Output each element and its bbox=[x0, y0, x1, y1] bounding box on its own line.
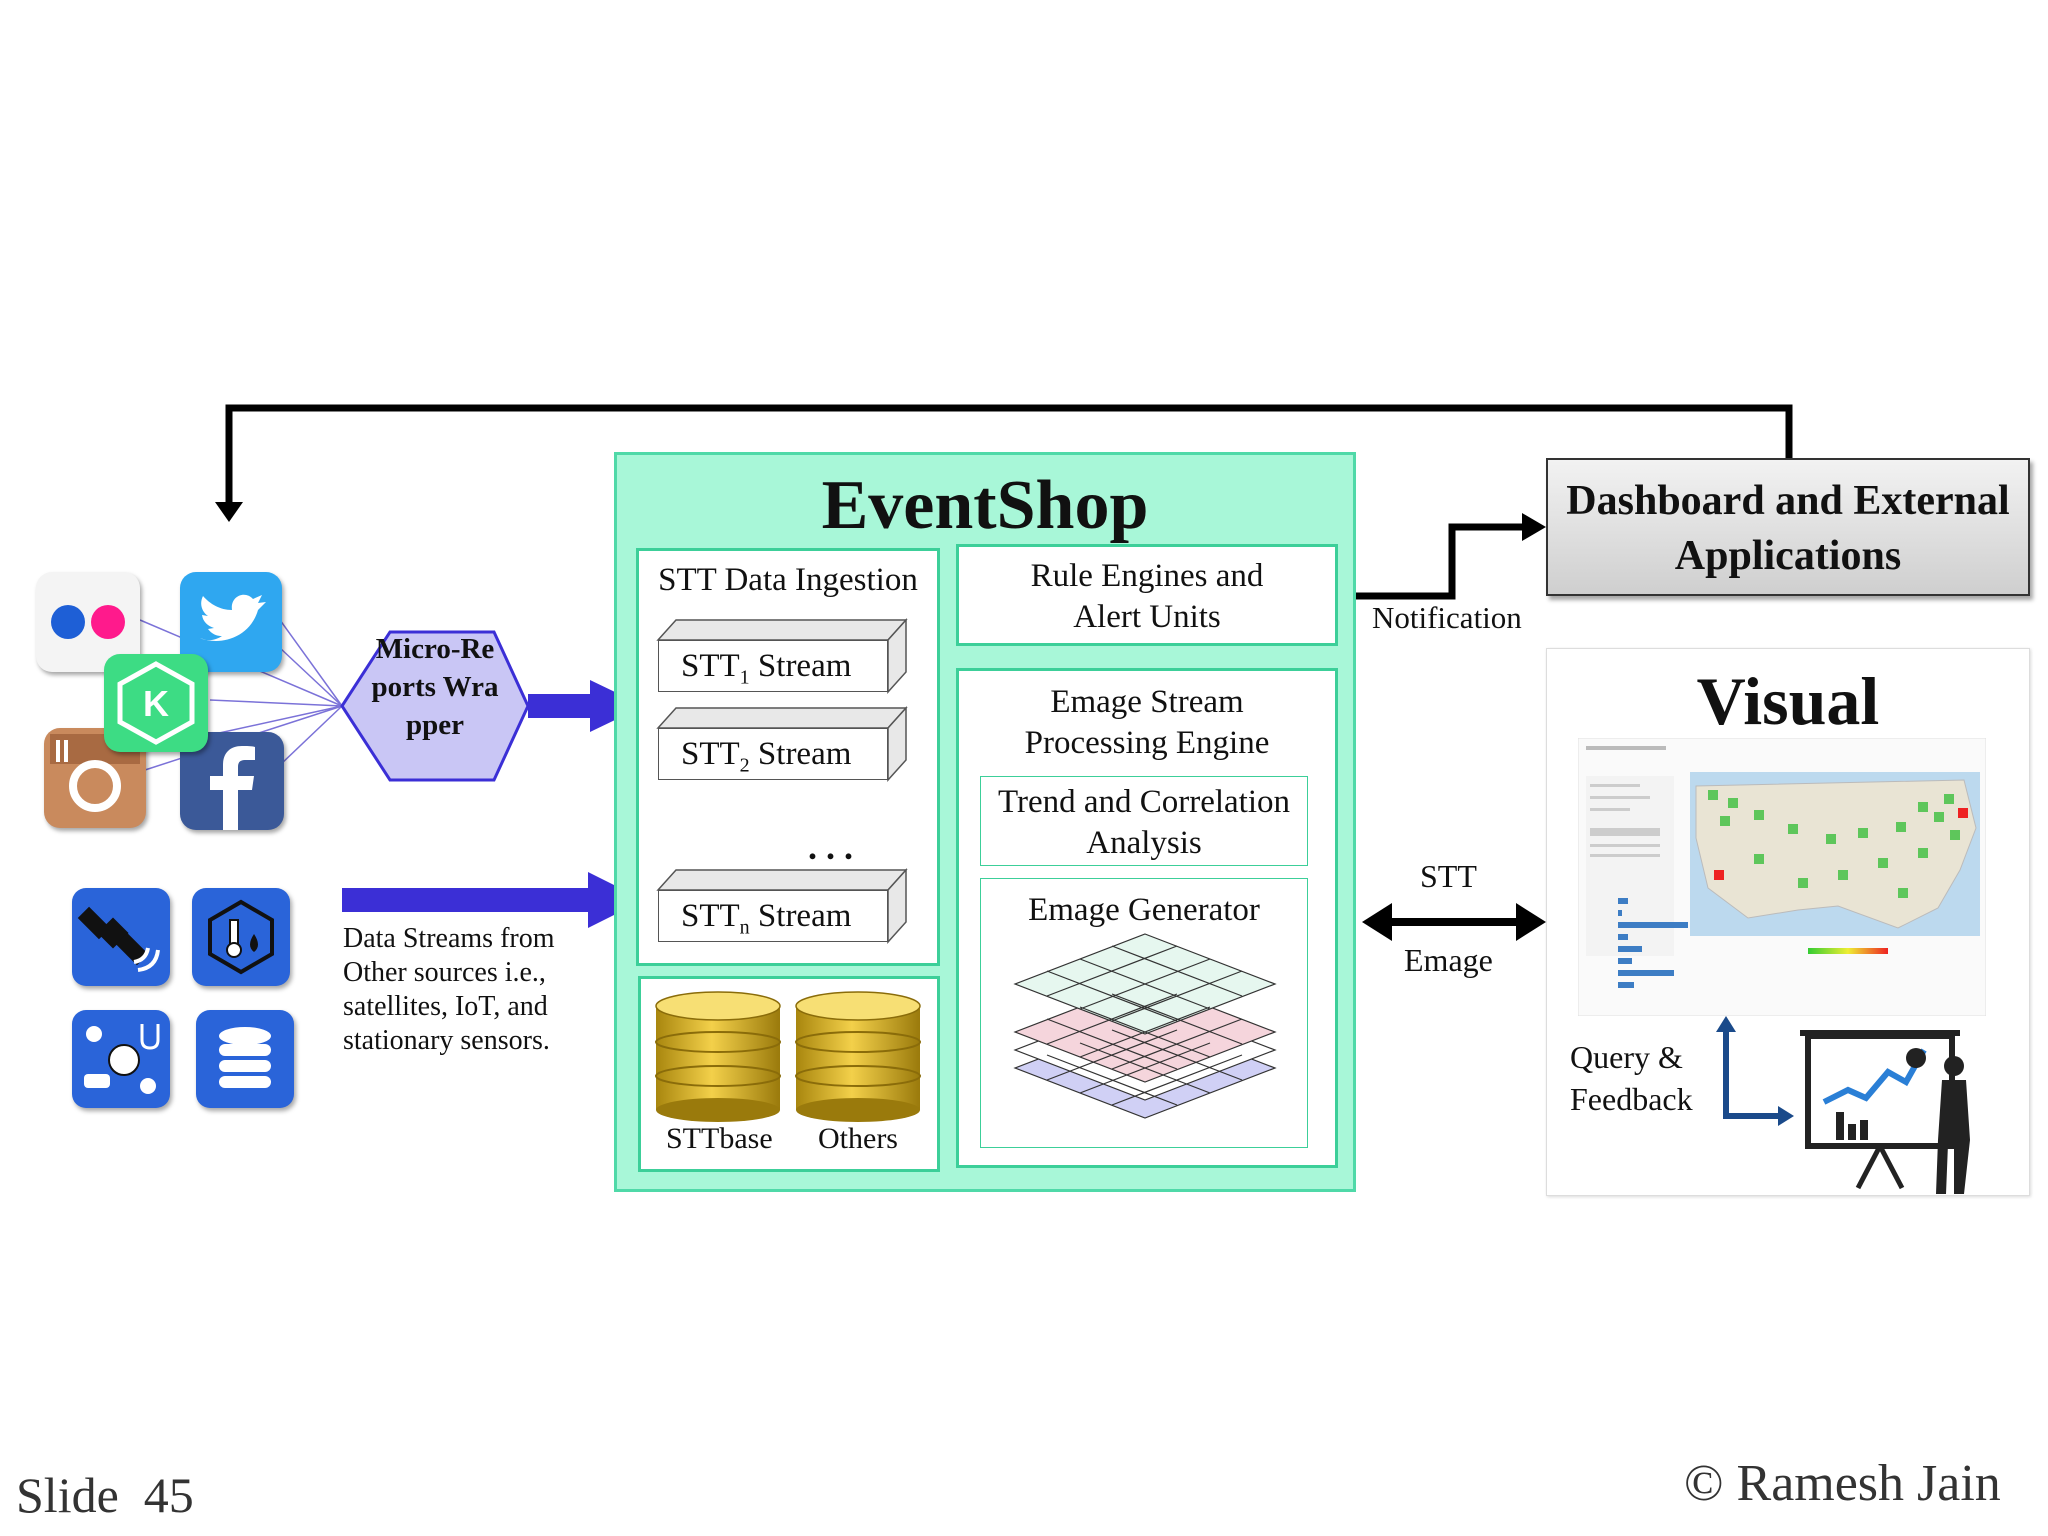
stream-prefix: STT bbox=[681, 648, 740, 684]
emage-label: Emage bbox=[1404, 942, 1493, 978]
visual-dashboard-screenshot bbox=[1578, 738, 1986, 1016]
stt-stream-1: STT1 Stream bbox=[658, 640, 888, 692]
kik-icon: K bbox=[104, 654, 208, 752]
feedback-loop-arrowhead bbox=[215, 502, 243, 522]
stt-emage-left-arrowhead bbox=[1362, 903, 1392, 941]
micro-reports-label: Micro-Reports Wrapper bbox=[371, 633, 499, 741]
source-fan-lines bbox=[139, 619, 343, 771]
stream-sub: 2 bbox=[739, 754, 750, 777]
stream-ellipsis: . . . bbox=[808, 827, 853, 867]
copyright-text: © Ramesh Jain bbox=[1684, 1455, 2001, 1512]
stream-sub: 1 bbox=[739, 666, 750, 689]
iot-icon bbox=[72, 1010, 170, 1108]
stream-sub: n bbox=[739, 916, 750, 939]
database-icon bbox=[196, 1010, 294, 1108]
others-label: Others bbox=[818, 1122, 898, 1155]
gold-database-icon bbox=[655, 991, 921, 1122]
query-feedback-label: Query & Feedback bbox=[1570, 1039, 1693, 1117]
emage-grid-layers-icon bbox=[1013, 933, 1277, 1119]
data-stream-arrow-shaft bbox=[342, 888, 592, 912]
notification-line bbox=[1356, 523, 1528, 600]
stream-suffix: Stream bbox=[749, 648, 852, 684]
slide-number: Slide 45 bbox=[16, 1467, 194, 1523]
stt-emage-right-arrowhead bbox=[1516, 903, 1546, 941]
rule-engines-panel bbox=[956, 544, 1338, 646]
notification-label: Notification bbox=[1372, 600, 1522, 635]
svg-text:K: K bbox=[143, 683, 169, 724]
stt-stream-2: STT2 Stream bbox=[658, 728, 888, 780]
stream-prefix: STT bbox=[681, 898, 740, 934]
micro-reports-hexagon bbox=[340, 630, 530, 782]
dashboard-box bbox=[1546, 458, 2030, 596]
sensor-icon bbox=[192, 888, 290, 986]
visual-title: Visual bbox=[1696, 663, 1880, 739]
satellite-icon bbox=[72, 888, 170, 986]
notification-arrowhead bbox=[1522, 513, 1546, 541]
stream-suffix: Stream bbox=[749, 898, 852, 934]
dashboard-label: Dashboard and External Applications bbox=[1566, 478, 2010, 579]
stream-box-3d-edges bbox=[656, 618, 908, 944]
sttbase-label: STTbase bbox=[666, 1122, 773, 1155]
emage-engine-label: Emage Stream Processing Engine bbox=[1024, 684, 1270, 761]
query-feedback-arrow-icon bbox=[1716, 1016, 1794, 1126]
twitter-icon bbox=[180, 572, 282, 672]
wrapper-arrow-shaft bbox=[528, 694, 592, 718]
trend-label: Trend and Correlation Analysis bbox=[997, 784, 1291, 861]
rule-engines-label: Rule Engines and Alert Units bbox=[1030, 558, 1264, 635]
presentation-icon bbox=[1800, 1030, 1970, 1194]
trend-panel bbox=[980, 776, 1308, 866]
data-streams-text: Data Streams from Other sources i.e., sa… bbox=[343, 923, 555, 1056]
stream-prefix: STT bbox=[681, 736, 740, 772]
stt-ingestion-label: STT Data Ingestion bbox=[658, 562, 918, 598]
eventshop-title: EventShop bbox=[821, 467, 1149, 544]
stt-label: STT bbox=[1420, 858, 1477, 894]
stt-stream-n: STTn Stream bbox=[658, 890, 888, 942]
emage-generator-label: Emage Generator bbox=[1028, 892, 1260, 928]
stream-suffix: Stream bbox=[749, 736, 852, 772]
feedback-loop-line bbox=[225, 404, 1793, 508]
